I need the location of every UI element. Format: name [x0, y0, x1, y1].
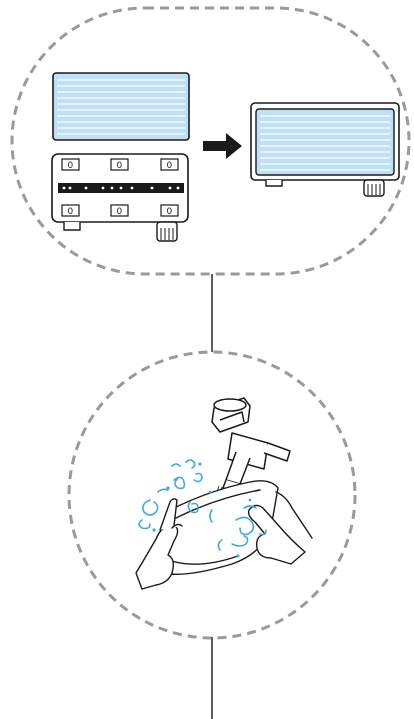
washing-hands-icon [136, 481, 312, 589]
right-arrow-icon [203, 133, 242, 159]
clip-label: 0 [68, 207, 74, 217]
filter-assembled [251, 103, 399, 196]
frame-foot-left [64, 222, 80, 230]
frame-foot-right [157, 222, 177, 241]
faucet-icon [212, 398, 290, 491]
filter-frame: 0 0 0 0 0 0 [52, 154, 188, 241]
clip-label: 0 [117, 207, 123, 217]
clip-label: 0 [117, 161, 123, 171]
clip-label: 0 [167, 207, 173, 217]
clip-label: 0 [68, 161, 74, 171]
clip-label: 0 [167, 161, 173, 171]
filter-panel-removed [53, 73, 189, 140]
